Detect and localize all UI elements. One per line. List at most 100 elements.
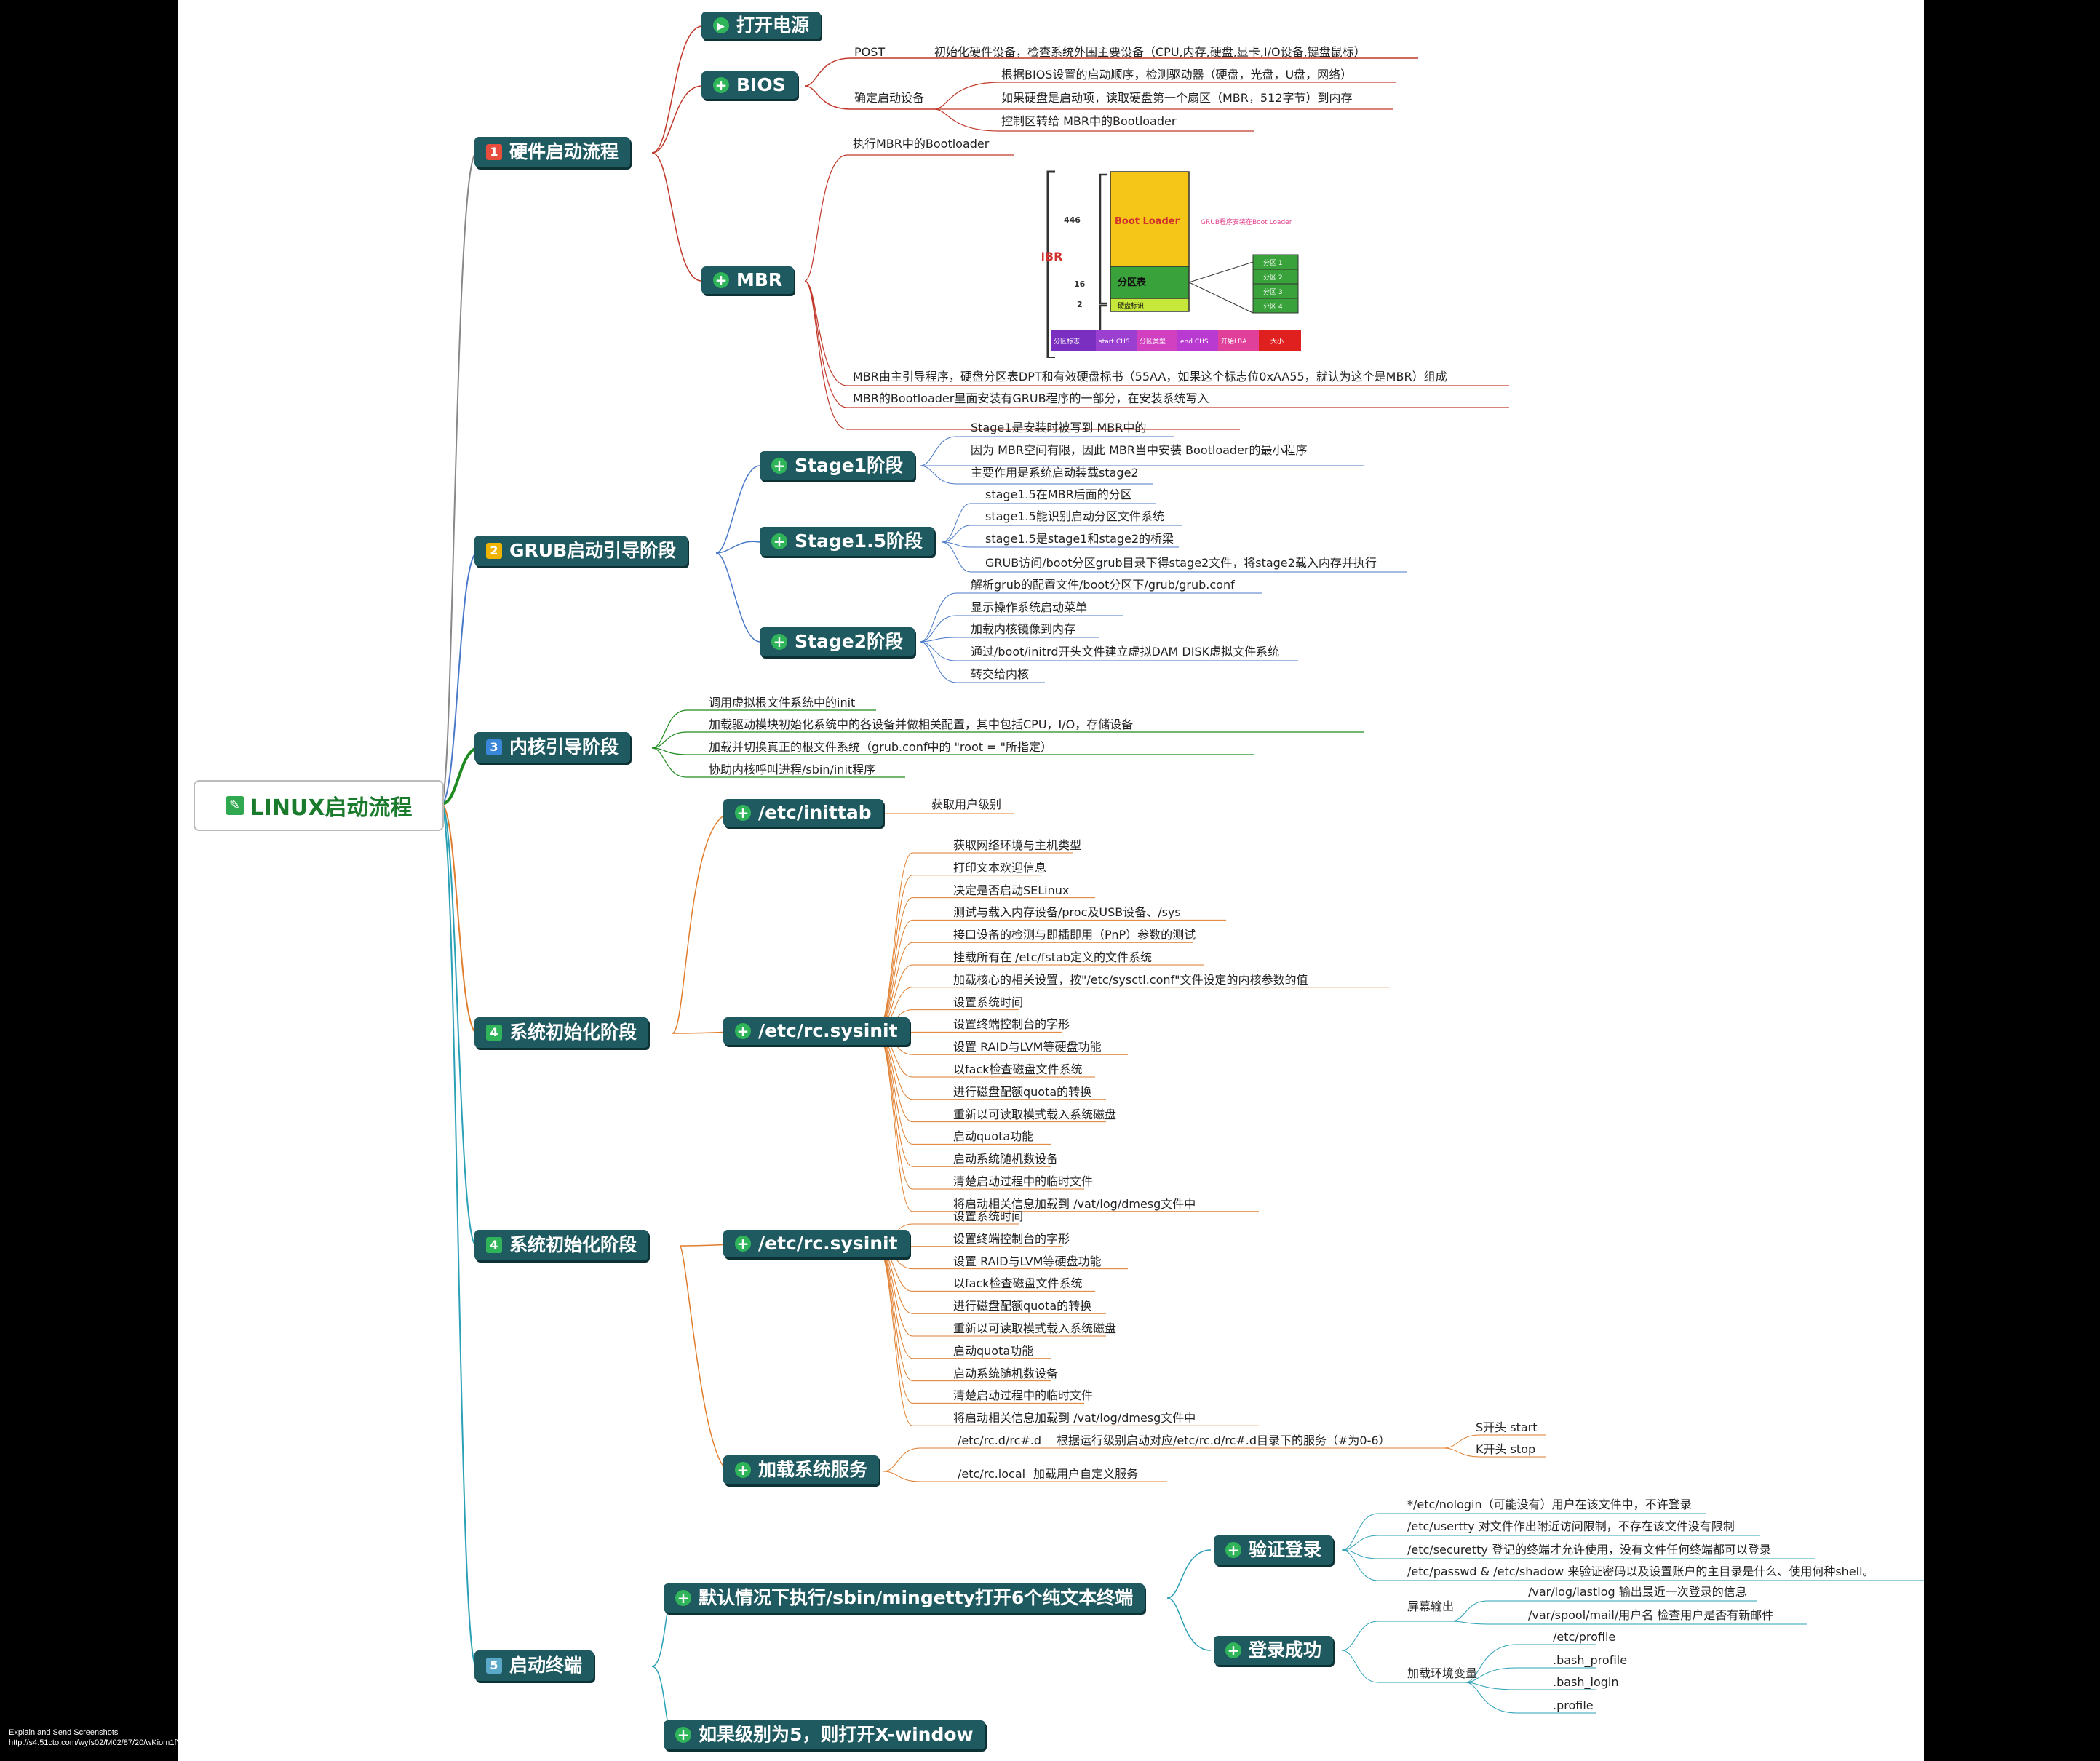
- stage1-item: 因为 MBR空间有限，因此 MBR当中安装 Bootloader的最小程序: [971, 443, 1308, 457]
- verify-item: /etc/securetty 登记的终端才允许使用，没有文件任何终端都可以登录: [1407, 1543, 1771, 1557]
- node-label: Stage1阶段: [795, 455, 904, 476]
- field-label: end CHS: [1180, 338, 1209, 346]
- sysinit-item: 设置系统时间: [953, 1209, 1024, 1223]
- sysinit-item: 设置 RAID与LVM等硬盘功能: [953, 1254, 1102, 1268]
- section-title: 系统初始化阶段: [509, 1022, 637, 1043]
- verify-item: /etc/passwd & /etc/shadow 来验证密码以及设置账户的主目…: [1407, 1565, 1874, 1578]
- sysinit-item: 重新以可读取模式载入系统磁盘: [953, 1107, 1117, 1121]
- footer-line: Explain and Send Screenshots: [9, 1728, 119, 1737]
- section-title: 内核引导阶段: [509, 736, 619, 758]
- sysinit-item: 以fack检查磁盘文件系统: [953, 1276, 1083, 1291]
- section-grub[interactable]: 2 GRUB启动引导阶段: [474, 536, 688, 566]
- node-stage1[interactable]: + Stage1阶段: [760, 451, 915, 480]
- section-init[interactable]: 4 系统初始化阶段: [474, 1017, 649, 1048]
- node-stage15[interactable]: + Stage1.5阶段: [760, 527, 934, 556]
- stage15-item: stage1.5是stage1和stage2的桥梁: [985, 532, 1174, 546]
- field-block: [1259, 330, 1301, 351]
- grub-note: GRUB程序安装在Boot Loader: [1201, 218, 1292, 226]
- plus-icon: +: [735, 805, 751, 821]
- kernel-item: 加载并切换真正的根文件系统（grub.conf中的 "root = "所指定）: [709, 740, 1052, 754]
- sysinit-item: 决定是否启动SELinux: [953, 883, 1070, 897]
- sysinit-item: 获取网络环境与主机类型: [953, 838, 1082, 852]
- node-label: 如果级别为5，则打开X-window: [699, 1724, 974, 1745]
- root-node[interactable]: ✎ LINUX启动流程: [194, 780, 444, 831]
- boot-item: 控制区转给 MBR中的Bootloader: [1001, 114, 1177, 128]
- connector-lines: [440, 25, 1924, 1736]
- s-start-label: S开头 start: [1476, 1420, 1538, 1434]
- sysinit-item: 挂载所有在 /etc/fstab定义的文件系统: [953, 950, 1152, 964]
- section-terminal[interactable]: 5 启动终端: [474, 1650, 594, 1681]
- node-label: /etc/rc.sysinit: [758, 1020, 898, 1041]
- node-mingetty[interactable]: + 默认情况下执行/sbin/mingetty打开6个纯文本终端: [664, 1583, 1145, 1613]
- plus-icon: +: [1225, 1542, 1241, 1558]
- node-login-success[interactable]: + 登录成功: [1214, 1636, 1334, 1665]
- kernel-item: 协助内核呼叫进程/sbin/init程序: [709, 763, 876, 776]
- node-label: Stage2阶段: [795, 631, 904, 652]
- partition-label: 分区 2: [1263, 274, 1283, 282]
- section-hardware[interactable]: 1 硬件启动流程: [474, 137, 631, 167]
- plus-icon: +: [735, 1023, 751, 1039]
- partition-label: 分区 3: [1263, 288, 1283, 296]
- post-text: 初始化硬件设备，检查系统外围主要设备（CPU,内存,硬盘,显卡,I/O设备,键盘…: [934, 45, 1366, 59]
- rclocal-desc: 加载用户自定义服务: [1033, 1467, 1139, 1481]
- rcd-label: /etc/rc.d/rc#.d: [958, 1434, 1042, 1447]
- node-mbr[interactable]: + MBR: [701, 266, 795, 294]
- node-xwindow[interactable]: + 如果级别为5，则打开X-window: [664, 1720, 985, 1749]
- stage2-item: 解析grub的配置文件/boot分区下/grub/grub.conf: [971, 578, 1235, 592]
- inittab-item: 获取用户级别: [931, 798, 1002, 811]
- section-number-badge: 4: [486, 1025, 502, 1041]
- field-block: [1218, 330, 1259, 351]
- section-number-badge: 5: [486, 1658, 502, 1674]
- env-item: .profile: [1553, 1698, 1594, 1712]
- root-title: LINUX启动流程: [250, 795, 413, 821]
- verify-item: */etc/nologin（可能没有）用户在该文件中，不许登录: [1407, 1498, 1692, 1511]
- mbr-desc: MBR由主引导程序，硬盘分区表DPT和有效硬盘标书（55AA，如果这个标志位0x…: [853, 370, 1447, 383]
- kernel-item: 加载驱动模块初始化系统中的各设备并做相关配置，其中包括CPU，I/O，存储设备: [709, 717, 1134, 731]
- node-stage2[interactable]: + Stage2阶段: [760, 627, 915, 656]
- stage1-item: Stage1是安装时被写到 MBR中的: [971, 421, 1147, 434]
- sysinit-item: 将启动相关信息加载到 /vat/log/dmesg文件中: [953, 1411, 1196, 1426]
- field-label: 大小: [1270, 337, 1284, 346]
- size-16: 16: [1074, 279, 1086, 289]
- node-verify-login[interactable]: + 验证登录: [1214, 1535, 1334, 1565]
- boot-device-label: 确定启动设备: [854, 91, 925, 105]
- section-kernel[interactable]: 3 内核引导阶段: [474, 732, 631, 763]
- mbr-caption: MBR: [1042, 250, 1062, 263]
- node-label: 加载系统服务: [758, 1459, 868, 1480]
- boot-loader-block: [1110, 171, 1190, 267]
- node-bios[interactable]: + BIOS: [701, 71, 798, 99]
- env-item: /etc/profile: [1553, 1630, 1616, 1644]
- sysinit-item: 接口设备的检测与即插即用（PnP）参数的测试: [953, 928, 1196, 942]
- rcd-desc: 根据运行级别启动对应/etc/rc.d/rc#.d目录下的服务（#为0-6）: [1057, 1434, 1391, 1447]
- boot-loader-label: Boot Loader: [1115, 216, 1180, 227]
- field-label: 分区标志: [1054, 337, 1080, 346]
- node-load-services[interactable]: + 加载系统服务: [723, 1455, 880, 1484]
- section-title: GRUB启动引导阶段: [509, 540, 677, 561]
- partition-4: [1252, 298, 1299, 314]
- mbr-exec-label: 执行MBR中的Bootloader: [853, 137, 990, 151]
- sysinit-item: 打印文本欢迎信息: [953, 860, 1047, 875]
- stage15-item: stage1.5在MBR后面的分区: [985, 488, 1132, 501]
- sysinit-item: 将启动相关信息加载到 /vat/log/dmesg文件中: [953, 1196, 1196, 1211]
- mbr-structure-figure: MBR 446 16 2 Boot Loader GRUB程序安装在Boot L…: [1033, 169, 1377, 359]
- sysinit-item: 设置终端控制台的字形: [953, 1017, 1070, 1032]
- size-446: 446: [1064, 215, 1081, 225]
- node-rc-sysinit[interactable]: + /etc/rc.sysinit: [723, 1017, 910, 1045]
- field-block: [1096, 330, 1137, 351]
- stage1-item: 主要作用是系统启动装载stage2: [971, 466, 1139, 480]
- section-init-duplicate[interactable]: 4 系统初始化阶段: [474, 1230, 649, 1260]
- node-rc-sysinit-2[interactable]: + /etc/rc.sysinit: [723, 1230, 910, 1257]
- sysinit-item: 测试与载入内存设备/proc及USB设备、/sys: [953, 905, 1181, 920]
- section-number-badge: 3: [486, 739, 502, 755]
- field-label: 分区类型: [1140, 337, 1166, 346]
- node-label: 登录成功: [1249, 1639, 1322, 1661]
- node-power-on[interactable]: ▸ 打开电源: [701, 12, 822, 39]
- section-title: 启动终端: [509, 1655, 583, 1676]
- sysinit-item: 清楚启动过程中的临时文件: [953, 1174, 1094, 1188]
- node-label: 打开电源: [736, 15, 810, 36]
- node-label: 默认情况下执行/sbin/mingetty打开6个纯文本终端: [699, 1587, 1134, 1608]
- node-inittab[interactable]: + /etc/inittab: [723, 799, 883, 827]
- section-number-badge: 2: [486, 543, 502, 559]
- plus-icon: +: [771, 533, 787, 549]
- screen-item: /var/spool/mail/用户名 检查用户是否有新邮件: [1528, 1608, 1774, 1622]
